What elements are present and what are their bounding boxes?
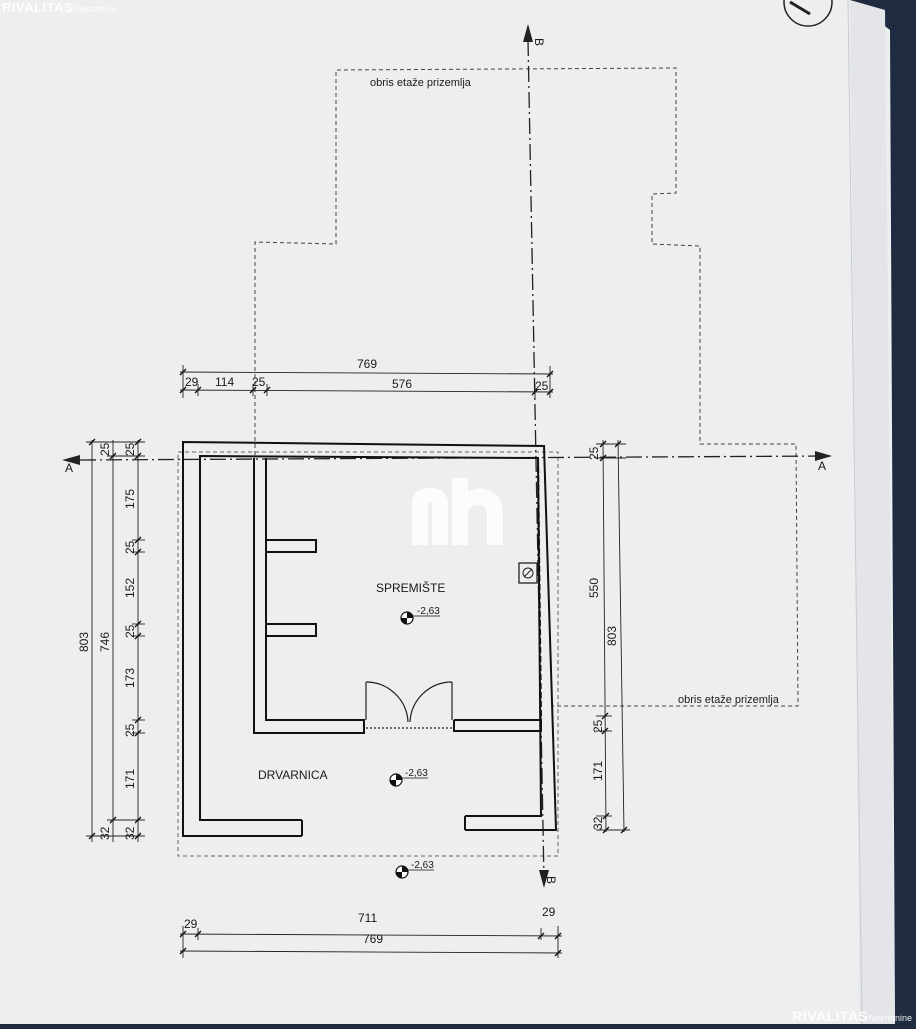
level-value-woodshed: -2,63 bbox=[405, 768, 428, 779]
compass-icon bbox=[783, 0, 833, 27]
dim-right-seg-2: 25 bbox=[591, 719, 605, 733]
dim-top-overall: 769 bbox=[357, 357, 377, 371]
dimension-ticks bbox=[88, 368, 628, 957]
rivalitas-logo-watermark bbox=[412, 478, 503, 545]
dim-top-seg-5: 25 bbox=[535, 379, 549, 393]
room-label-storage: SPREMIŠTE bbox=[376, 580, 445, 595]
foundation-outline bbox=[177, 451, 559, 857]
walls bbox=[182, 440, 558, 837]
outline-label-top: obris etaže prizemlja bbox=[370, 77, 472, 89]
section-b-bottom-arrow-icon bbox=[539, 870, 549, 888]
level-value-exterior: -2,63 bbox=[411, 860, 434, 871]
dim-left-seg-2: 25 bbox=[123, 442, 137, 456]
dim-top-seg-2: 114 bbox=[215, 375, 234, 389]
section-a-left-label: A bbox=[65, 461, 73, 475]
dim-top-seg-3: 25 bbox=[252, 375, 266, 389]
level-marker-exterior: -2,63 bbox=[395, 860, 434, 879]
storage-right-wall-hidden-line bbox=[537, 457, 542, 717]
dim-bottom-seg-3: 29 bbox=[542, 905, 556, 919]
dimension-lines bbox=[86, 365, 630, 958]
dim-left-seg-8: 25 bbox=[123, 723, 137, 737]
dim-right-overall: 803 bbox=[605, 626, 619, 646]
section-line-b bbox=[527, 39, 545, 881]
dim-top-seg-1: 29 bbox=[185, 375, 199, 389]
dim-top-seg-4: 576 bbox=[392, 377, 412, 391]
dim-bottom-seg-2: 711 bbox=[358, 911, 377, 925]
watermark-top-left: RIVALITASNekretnine bbox=[2, 0, 117, 15]
section-b-bottom-label: B bbox=[544, 876, 558, 884]
ground-floor-outline bbox=[254, 67, 799, 707]
room-label-woodshed: DRVARNICA bbox=[258, 768, 328, 782]
dim-left-seg-1: 25 bbox=[98, 442, 112, 456]
outline-label-right: obris etaže prizemlja bbox=[678, 694, 780, 706]
level-marker-storage: -2,63 bbox=[400, 606, 440, 625]
dim-bottom-seg-1: 29 bbox=[184, 917, 198, 931]
section-b-top-label: B bbox=[532, 38, 546, 46]
dim-left-seg-10: 32 bbox=[98, 826, 112, 840]
dim-left-seg-4: 25 bbox=[123, 540, 137, 554]
dim-right-seg-1: 25 bbox=[587, 446, 601, 460]
section-a-right-label: A bbox=[818, 459, 826, 473]
watermark-brand: RIVALITAS bbox=[2, 0, 74, 15]
dim-right-inner: 550 bbox=[587, 578, 601, 598]
dim-right-seg-4: 32 bbox=[591, 816, 605, 830]
paper-fold-line bbox=[847, 0, 863, 1025]
dim-bottom-overall: 769 bbox=[363, 932, 383, 946]
meter-box-icon bbox=[518, 562, 538, 584]
dim-left-seg-11: 32 bbox=[123, 826, 137, 840]
section-a-left-arrow-icon bbox=[62, 455, 80, 465]
storage-double-door bbox=[365, 681, 453, 729]
dim-left-seg-9: 171 bbox=[123, 769, 137, 789]
dim-left-seg-6: 25 bbox=[123, 624, 137, 638]
dim-right-seg-3: 171 bbox=[591, 761, 605, 781]
watermark-suffix: Nekretnine bbox=[73, 4, 117, 14]
watermark-suffix-bottom: Nekretnine bbox=[868, 1013, 912, 1023]
level-value-storage: -2,63 bbox=[417, 606, 440, 617]
paper-edge bbox=[850, 0, 895, 1024]
dim-left-overall: 803 bbox=[77, 632, 91, 652]
section-a-right-arrow-icon bbox=[815, 451, 832, 461]
watermark-brand-bottom: RIVALITAS bbox=[792, 1008, 869, 1024]
section-b-top-arrow-icon bbox=[523, 24, 533, 42]
dim-left-seg-5: 152 bbox=[123, 578, 137, 598]
level-marker-woodshed: -2,63 bbox=[389, 768, 428, 787]
dim-left-inner: 746 bbox=[98, 632, 112, 652]
dim-left-seg-3: 175 bbox=[123, 489, 137, 509]
dim-left-seg-7: 173 bbox=[123, 668, 137, 688]
watermark-bottom-right: RIVALITASNekretnine bbox=[792, 1008, 912, 1024]
